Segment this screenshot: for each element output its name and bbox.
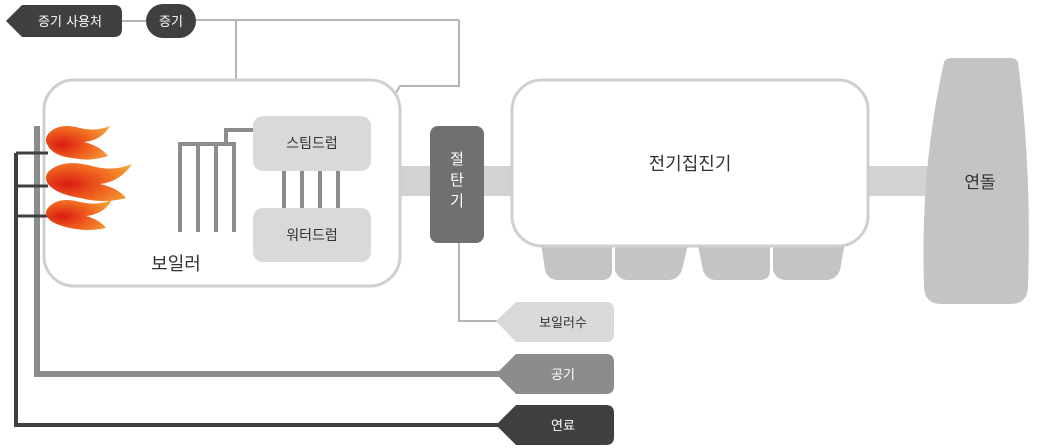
burner-flames	[46, 126, 132, 230]
water-drum	[253, 208, 371, 262]
boiler-water-line	[458, 240, 500, 322]
boiler-label: 보일러	[151, 254, 201, 275]
steam-label: 증기	[159, 15, 183, 30]
water-wall-tubes	[178, 128, 253, 232]
drum-connecting-tubes	[282, 171, 340, 208]
boiler-water-label: 보일러수	[539, 316, 587, 331]
water-drum-label: 워터드럼	[286, 228, 338, 244]
economizer-box	[430, 126, 484, 243]
air-label: 공기	[551, 368, 575, 383]
precipitator-box	[510, 78, 870, 248]
economizer-label-1: 절	[450, 150, 464, 168]
steam-drum-label: 스팀드럼	[286, 136, 338, 152]
boiler-water-tag	[496, 302, 614, 342]
fuel-line	[14, 153, 512, 427]
stack-label: 연돌	[964, 173, 995, 193]
fuel-label: 연료	[551, 419, 575, 434]
flame-2	[46, 163, 132, 201]
precipitator-label: 전기집진기	[649, 154, 732, 175]
steam-user-label: 증기 사용처	[38, 15, 102, 30]
flame-1	[46, 126, 110, 160]
fuel-tag	[496, 405, 614, 445]
economizer-label-2: 탄	[450, 171, 464, 189]
flame-3	[46, 200, 112, 230]
stack-shape	[923, 58, 1029, 304]
steam-tag	[146, 4, 196, 38]
fuel-branches	[16, 151, 48, 218]
air-tag	[496, 354, 614, 394]
steam-drum	[253, 116, 371, 171]
economizer-label-3: 기	[450, 192, 464, 210]
air-line	[34, 126, 512, 377]
steam-user-tag	[6, 5, 122, 37]
feedwater-return-line	[386, 20, 460, 109]
